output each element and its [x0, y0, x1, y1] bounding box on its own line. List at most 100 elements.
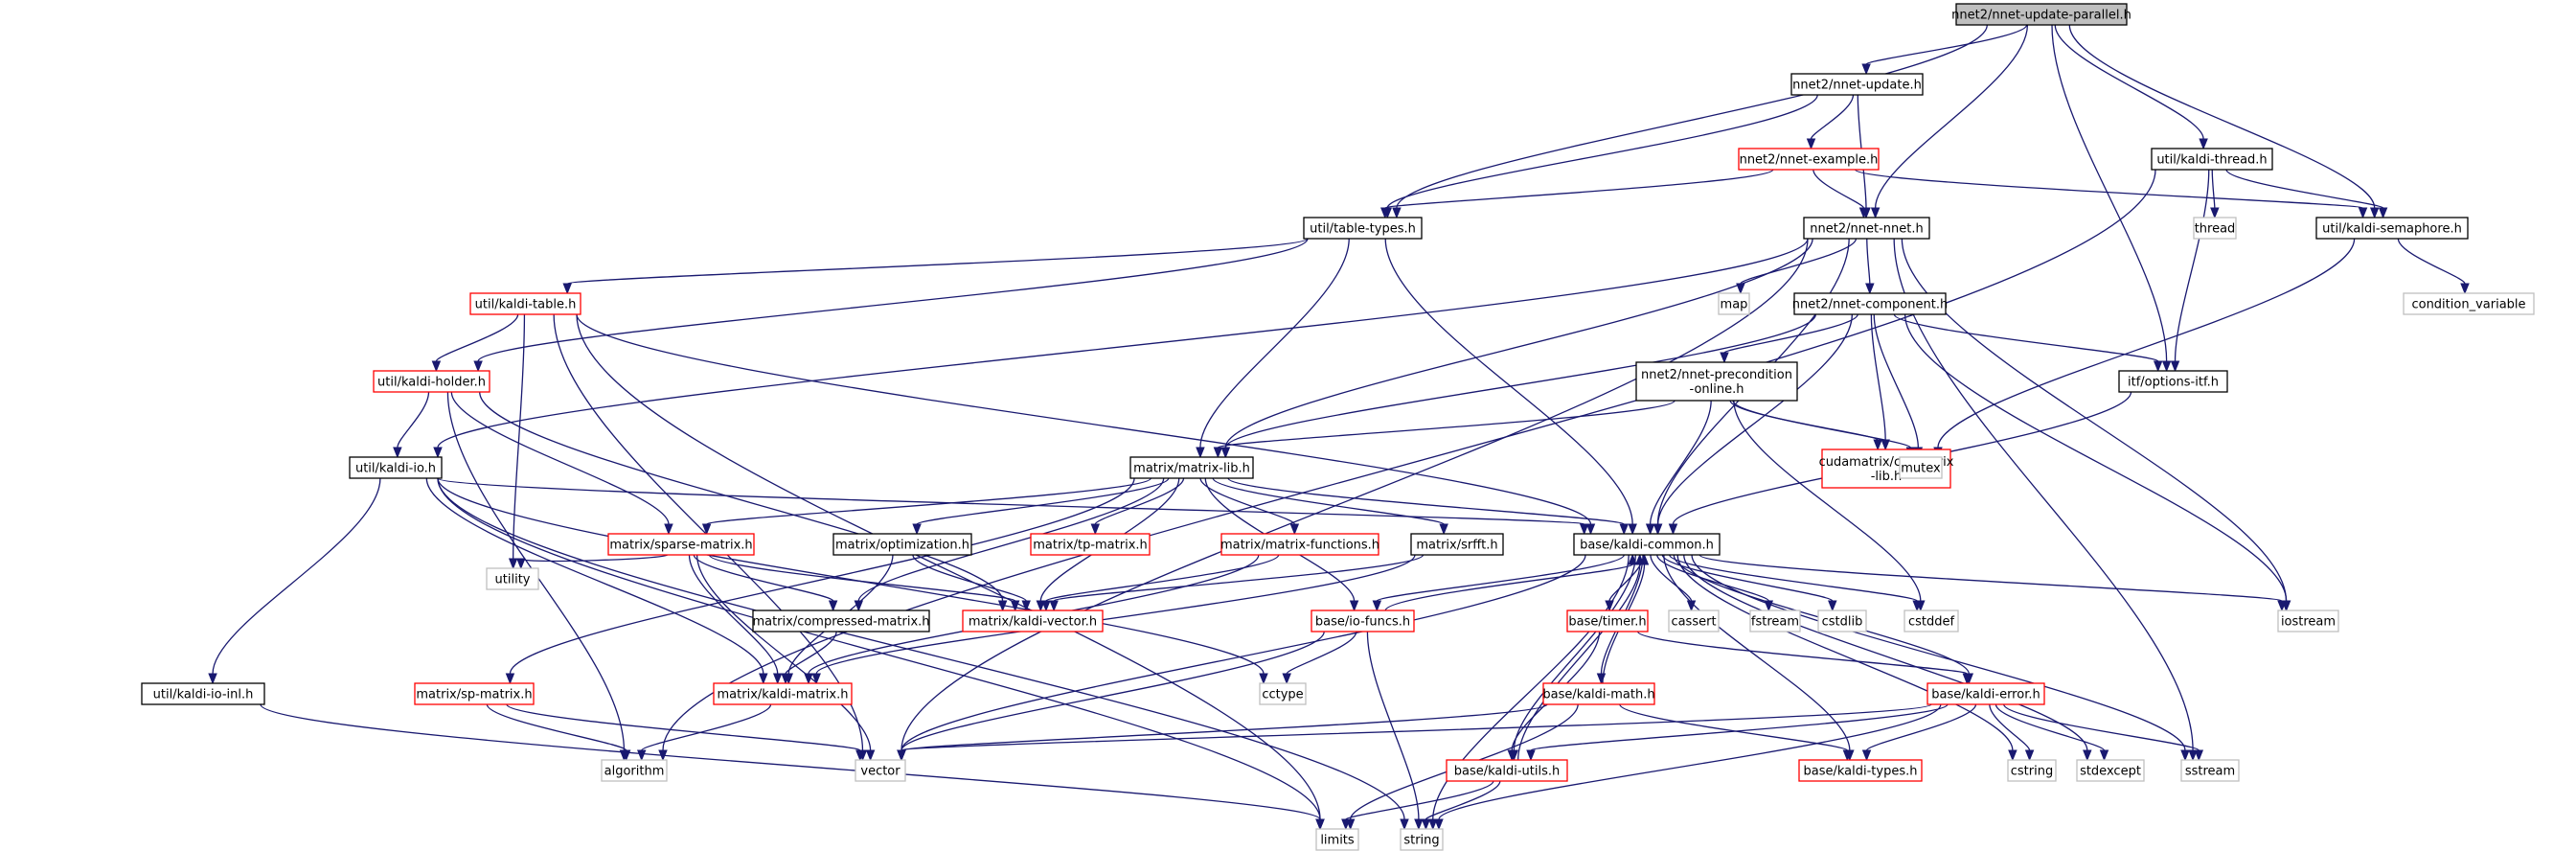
- edge-root-to-nnet_nnet: [1870, 24, 2029, 219]
- node-kaldi-math[interactable]: base/kaldi-math.h: [1542, 682, 1655, 705]
- node-nnet-component[interactable]: nnet2/nnet-component.h: [1792, 292, 1948, 315]
- node-box: [469, 292, 581, 315]
- node-matrix-functions[interactable]: matrix/matrix-functions.h: [1220, 533, 1379, 556]
- edge-arrowhead: [1861, 749, 1872, 762]
- edge-table_types-to-matrix_lib: [1196, 238, 1350, 459]
- node-utility: utility: [486, 567, 539, 590]
- node-kaldi-error[interactable]: base/kaldi-error.h: [1926, 682, 2045, 705]
- node-kaldi-common[interactable]: base/kaldi-common.h: [1573, 533, 1721, 556]
- node-label: base/io-funcs.h: [1315, 615, 1410, 630]
- node-compressed-matrix[interactable]: matrix/compressed-matrix.h: [752, 610, 930, 632]
- node-nnet-example[interactable]: nnet2/nnet-example.h: [1738, 148, 1880, 171]
- edge-line: [912, 554, 1027, 602]
- edge-arrowhead: [664, 523, 673, 536]
- node-label: matrix/sparse-matrix.h: [609, 539, 752, 553]
- node-kaldi-io-inl[interactable]: util/kaldi-io-inl.h: [141, 682, 265, 705]
- edge-line: [2397, 238, 2466, 285]
- node-matrix-lib[interactable]: matrix/matrix-lib.h: [1129, 456, 1254, 479]
- edge-line: [1656, 554, 1769, 602]
- edge-arrowhead: [637, 749, 647, 762]
- node-root[interactable]: nnet2/nnet-update-parallel.h: [1951, 3, 2131, 26]
- node-kaldi-types[interactable]: base/kaldi-types.h: [1798, 759, 1923, 782]
- node-label: limits: [1320, 834, 1355, 848]
- node-kaldi-io[interactable]: util/kaldi-io.h: [349, 456, 443, 479]
- edge-line: [1870, 313, 1886, 441]
- node-table-types[interactable]: util/table-types.h: [1303, 217, 1423, 240]
- edge-table_types-to-kaldi_common: [1384, 238, 1637, 536]
- node-limits: limits: [1315, 828, 1359, 851]
- edge-arrowhead: [804, 673, 813, 685]
- edge-arrowhead: [1220, 447, 1231, 459]
- edge-kaldi_common-to-cstring: [1676, 554, 2017, 762]
- node-srfft[interactable]: matrix/srfft.h: [1410, 533, 1504, 556]
- edge-nnet_component-to-cu_matrix_lib: [1870, 313, 1890, 451]
- edge-arrowhead: [1507, 749, 1516, 762]
- node-mutex: mutex: [1899, 456, 1943, 479]
- edge-arrowhead: [1289, 523, 1300, 536]
- edge-arrowhead: [1049, 600, 1059, 612]
- node-io-funcs[interactable]: base/io-funcs.h: [1311, 610, 1415, 632]
- edge-kaldi_error-to-kaldi_utils: [1526, 703, 1949, 762]
- edge-compressed_matrix-to-kaldi_matrix: [781, 631, 837, 685]
- edge-line: [1812, 169, 1865, 209]
- edge-line: [479, 391, 1004, 602]
- edge-sparse_matrix-to-kaldi_vector: [708, 554, 1020, 612]
- edge-line: [662, 169, 2156, 751]
- node-nnet-nnet[interactable]: nnet2/nnet-nnet.h: [1803, 217, 1930, 240]
- edge-arrowhead: [1628, 523, 1637, 536]
- edge-line: [1865, 703, 1977, 751]
- edge-line: [1873, 313, 1919, 448]
- node-box: [1315, 828, 1359, 851]
- node-box: [1259, 682, 1307, 705]
- node-optimization[interactable]: matrix/optimization.h: [832, 533, 972, 556]
- node-box: [1410, 533, 1504, 556]
- edge-line: [1384, 238, 1633, 525]
- edge-arrowhead: [1873, 439, 1882, 451]
- edge-arrowhead: [1380, 207, 1390, 219]
- node-kaldi-matrix[interactable]: matrix/kaldi-matrix.h: [713, 682, 853, 705]
- node-box: [2151, 148, 2273, 171]
- edge-arrowhead: [1645, 523, 1655, 536]
- node-label: algorithm: [604, 765, 665, 779]
- edge-kaldi_error-to-sstream: [2003, 703, 2204, 762]
- node-kaldi-utils[interactable]: base/kaldi-utils.h: [1446, 759, 1568, 782]
- edge-arrowhead: [562, 283, 572, 295]
- edge-line: [641, 703, 772, 751]
- node-nnet-precondition[interactable]: nnet2/nnet-precondition-online.h: [1635, 361, 1798, 402]
- node-kaldi-holder[interactable]: util/kaldi-holder.h: [373, 370, 490, 393]
- edge-line: [576, 313, 1321, 820]
- node-kaldi-vector[interactable]: matrix/kaldi-vector.h: [962, 610, 1104, 632]
- edge-line: [688, 554, 779, 675]
- node-label: vector: [860, 765, 900, 779]
- node-box: [1793, 292, 1947, 315]
- edge-nnet_component-to-mutex: [1873, 313, 1924, 459]
- edge-arrowhead: [433, 447, 443, 459]
- node-nnet-update[interactable]: nnet2/nnet-update.h: [1790, 73, 1924, 96]
- edge-arrowhead: [1596, 673, 1607, 685]
- edge-sparse_matrix-to-vector: [695, 554, 876, 762]
- edge-arrowhead: [1341, 818, 1351, 831]
- node-kaldi-table[interactable]: util/kaldi-table.h: [469, 292, 581, 315]
- edge-matrix_functions-to-kaldi_vector: [1041, 554, 1280, 612]
- edge-arrowhead: [1439, 523, 1448, 536]
- edge-line: [1094, 477, 1185, 525]
- node-sparse-matrix[interactable]: matrix/sparse-matrix.h: [607, 533, 755, 556]
- node-box: [1220, 533, 1379, 556]
- node-kaldi-thread[interactable]: util/kaldi-thread.h: [2151, 148, 2273, 171]
- edge-nnet_nnet-to-sstream: [1893, 238, 2198, 762]
- node-tp-matrix[interactable]: matrix/tp-matrix.h: [1030, 533, 1151, 556]
- node-options-itf[interactable]: itf/options-itf.h: [2118, 370, 2228, 393]
- edge-line: [1636, 631, 1968, 675]
- edge-arrowhead: [2153, 360, 2163, 373]
- node-timer[interactable]: base/timer.h: [1566, 610, 1649, 632]
- edge-nnet_precondition-to-cstddef: [1733, 400, 1926, 612]
- node-kaldi-semaphore[interactable]: util/kaldi-semaphore.h: [2315, 217, 2469, 240]
- edge-line: [1224, 238, 1813, 448]
- edge-kaldi_thread-to-kaldi_semaphore: [2225, 169, 2388, 219]
- node-vector: vector: [855, 759, 906, 782]
- edge-arrowhead: [1628, 553, 1637, 565]
- edge-line: [437, 238, 1809, 448]
- edge-line: [260, 703, 1321, 820]
- edge-line: [513, 313, 526, 560]
- node-sp-matrix[interactable]: matrix/sp-matrix.h: [414, 682, 535, 705]
